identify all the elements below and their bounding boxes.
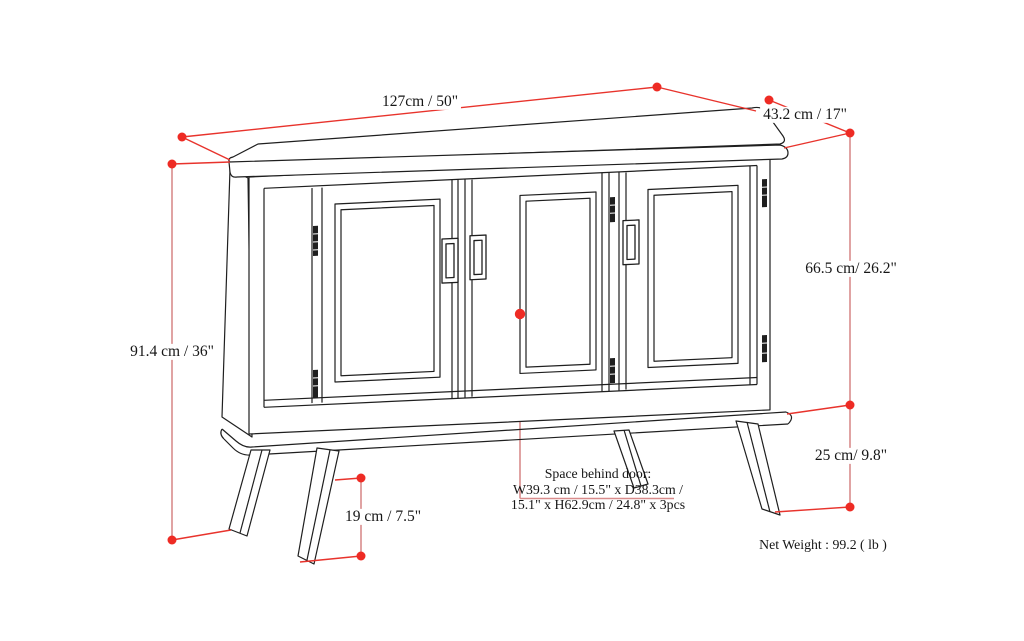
left-door-panel xyxy=(340,204,435,377)
left-door xyxy=(311,179,459,404)
cabinet-front-face xyxy=(248,152,771,435)
cabinet-left-side-panel xyxy=(221,168,253,438)
middle-door xyxy=(464,172,610,399)
interior-space-note-line2: W39.3 cm / 15.5" x D38.3cm / xyxy=(512,481,684,497)
dimension-endpoint-dots xyxy=(167,82,855,561)
interior-space-note-line1: Space behind door: xyxy=(544,466,652,481)
dim-label-cabinet-height: 66.5 cm/ 26.2" xyxy=(802,260,900,278)
hinge-icon xyxy=(610,197,615,223)
interior-note-dot-icon xyxy=(514,308,526,320)
hinge-icon xyxy=(313,369,318,399)
cabinet-drawing xyxy=(220,106,793,565)
door-hinges xyxy=(313,179,767,399)
dim-label-overall-height: 91.4 cm / 36" xyxy=(127,343,217,361)
dim-label-base-clearance: 25 cm/ 9.8" xyxy=(811,447,891,465)
net-weight-label: Net Weight : 99.2 ( lb ) xyxy=(759,537,887,552)
right-door xyxy=(618,165,751,391)
middle-door-panel xyxy=(525,197,591,368)
interior-space-note: Space behind door: W39.3 cm / 15.5" x D3… xyxy=(511,466,685,513)
right-door-panel xyxy=(653,191,733,362)
dot-icon xyxy=(356,473,366,483)
hinge-icon xyxy=(762,179,767,208)
rear-left-leg xyxy=(228,449,271,537)
dim-label-leg-height: 19 cm / 7.5" xyxy=(341,508,425,526)
cabinet-legs xyxy=(228,420,781,565)
dim-label-top-width: 127cm / 50" xyxy=(378,93,462,111)
hinge-icon xyxy=(762,335,767,363)
dim-label-top-depth: 43.2 cm / 17" xyxy=(760,106,850,124)
dot-icon xyxy=(167,535,177,545)
hinge-icon xyxy=(313,225,318,257)
dot-icon xyxy=(652,82,662,92)
dot-icon xyxy=(356,551,366,561)
door-handles xyxy=(441,219,640,284)
hinge-rungs xyxy=(313,186,767,387)
front-right-leg xyxy=(735,420,781,516)
dot-icon xyxy=(845,502,855,512)
hinge-icon xyxy=(610,358,615,384)
dot-icon xyxy=(167,159,177,169)
dimension-lines xyxy=(171,86,851,563)
dot-icon xyxy=(845,400,855,410)
dot-icon xyxy=(177,132,187,142)
interior-space-note-line3: 15.1" x H62.9cm / 24.8" x 3pcs xyxy=(510,497,686,513)
width-dimension-line xyxy=(181,86,658,138)
dot-icon xyxy=(845,128,855,138)
dot-icon xyxy=(764,95,774,105)
